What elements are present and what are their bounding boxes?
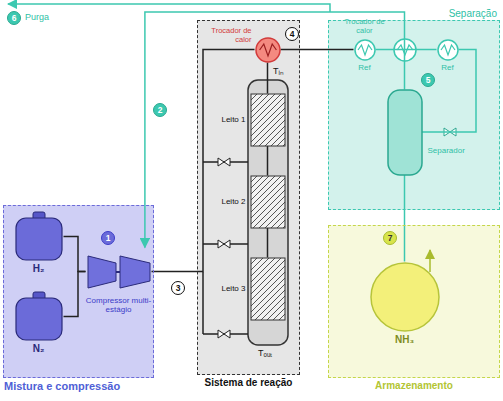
valve-symbol <box>218 330 230 338</box>
catalyst-bed-outline <box>251 94 285 146</box>
callout-number: 2 <box>153 103 167 117</box>
refrigeration-label: Ref <box>441 63 453 72</box>
gas-label: N₂ <box>33 343 45 355</box>
reaction-region: Sistema de reaçãoTrocador de calorLeito … <box>197 20 300 375</box>
product-label: NH₃ <box>395 334 414 346</box>
catalyst-bed-outline <box>251 176 285 228</box>
sphere-body <box>371 263 439 331</box>
feed-header-line <box>202 272 204 334</box>
vessel-body <box>388 90 422 175</box>
n2-tank: N₂ <box>14 292 64 342</box>
mixing-region-fill <box>3 205 154 378</box>
callout-number: 5 <box>421 73 435 87</box>
tank-body <box>16 298 62 340</box>
tank-body <box>16 218 62 260</box>
compressor-outline <box>86 248 152 328</box>
exchanger-label: Trocador de calor <box>341 18 389 35</box>
bed-packing <box>251 94 285 146</box>
reaction-region-fill <box>197 20 300 375</box>
valve-symbol <box>218 240 230 248</box>
quench-line <box>203 162 248 334</box>
flow-line <box>145 12 405 248</box>
heat-exchanger: Trocador de calorRef <box>354 39 376 61</box>
heat-exchanger: Ref <box>437 39 459 61</box>
callout-number: 1 <box>101 231 115 245</box>
exchanger-coil <box>358 45 372 55</box>
exchanger-label: Trocador de calor <box>208 27 252 44</box>
refrigeration-label: Ref <box>358 63 370 72</box>
flow-line <box>267 63 269 94</box>
catalyst-bed: Leito 2 <box>251 176 285 228</box>
ammonia-tank-outline <box>370 262 440 332</box>
exchanger-shell <box>438 40 458 60</box>
storage-region: ArmazenamentoNH₃ <box>328 225 500 378</box>
callout-number: 4 <box>285 27 299 41</box>
bed-packing <box>251 176 285 228</box>
compressor-label: Compressor multi-estágio <box>86 248 152 314</box>
storage-region-fill <box>328 225 500 378</box>
gas-label: H₂ <box>33 263 45 275</box>
callout-number: 7 <box>383 231 397 245</box>
catalyst-bed: Leito 3 <box>251 258 285 320</box>
stream-label: Purga <box>25 12 49 22</box>
vent-line <box>429 250 431 272</box>
exchanger-coil <box>441 45 455 55</box>
reactor-vessel <box>248 80 288 345</box>
exchanger-coil <box>259 44 276 56</box>
region-title: Mistura e compressão <box>4 380 120 393</box>
flow-line <box>422 50 477 133</box>
mixing-region: Mistura e compressãoH₂N₂Compressor multi… <box>3 205 154 378</box>
compressor-stage <box>120 256 150 288</box>
region-title: Armazenamento <box>375 380 453 392</box>
ammonia-tank: NH₃ <box>370 262 440 332</box>
purge-line <box>8 4 330 12</box>
separation-region-fill <box>328 20 500 210</box>
flow-line <box>281 49 354 51</box>
compressor-stage <box>88 256 116 288</box>
bed-label: Leito 1 <box>221 115 245 124</box>
catalyst-bed: Leito 1 <box>251 94 285 146</box>
bed-label: Leito 2 <box>221 197 245 206</box>
h2-tank-outline <box>14 212 64 262</box>
flow-line <box>152 50 255 272</box>
flow-line <box>267 228 269 258</box>
region-title: Sistema de reação <box>205 377 293 389</box>
compressor: Compressor multi-estágio <box>86 248 152 328</box>
exchanger-shell <box>256 38 280 62</box>
region-title: Separação <box>449 8 497 20</box>
compressor-shaft <box>116 271 120 273</box>
heat-exchanger-outline <box>354 39 376 61</box>
flow-line <box>404 175 406 262</box>
separator-vessel-outline <box>388 90 422 175</box>
flow-line <box>267 146 269 176</box>
callout-number: 3 <box>171 281 185 295</box>
temperature-label: Tᵢₙ <box>273 66 284 76</box>
valve-symbol <box>218 158 230 166</box>
bed-packing <box>251 258 285 320</box>
temperature-label: Tₒᵤₜ <box>258 348 272 358</box>
flow-line <box>64 272 86 317</box>
separator-label: Separador <box>428 146 465 155</box>
heat-exchanger-outline <box>437 39 459 61</box>
bed-label: Leito 3 <box>221 284 245 293</box>
exchanger-shell <box>355 40 375 60</box>
h2-tank: H₂ <box>14 212 64 262</box>
catalyst-bed-outline <box>251 258 285 320</box>
heat-exchanger: Trocador de calor <box>255 37 281 63</box>
n2-tank-outline <box>14 292 64 342</box>
callout-number: 6 <box>7 11 21 25</box>
heat-exchanger-outline <box>255 37 281 63</box>
flow-line <box>376 49 437 51</box>
separation-region: SeparaçãoTrocador de calorRefRefSeparado… <box>328 20 500 210</box>
flow-line <box>64 237 86 272</box>
separator-vessel: Separador <box>388 90 422 175</box>
